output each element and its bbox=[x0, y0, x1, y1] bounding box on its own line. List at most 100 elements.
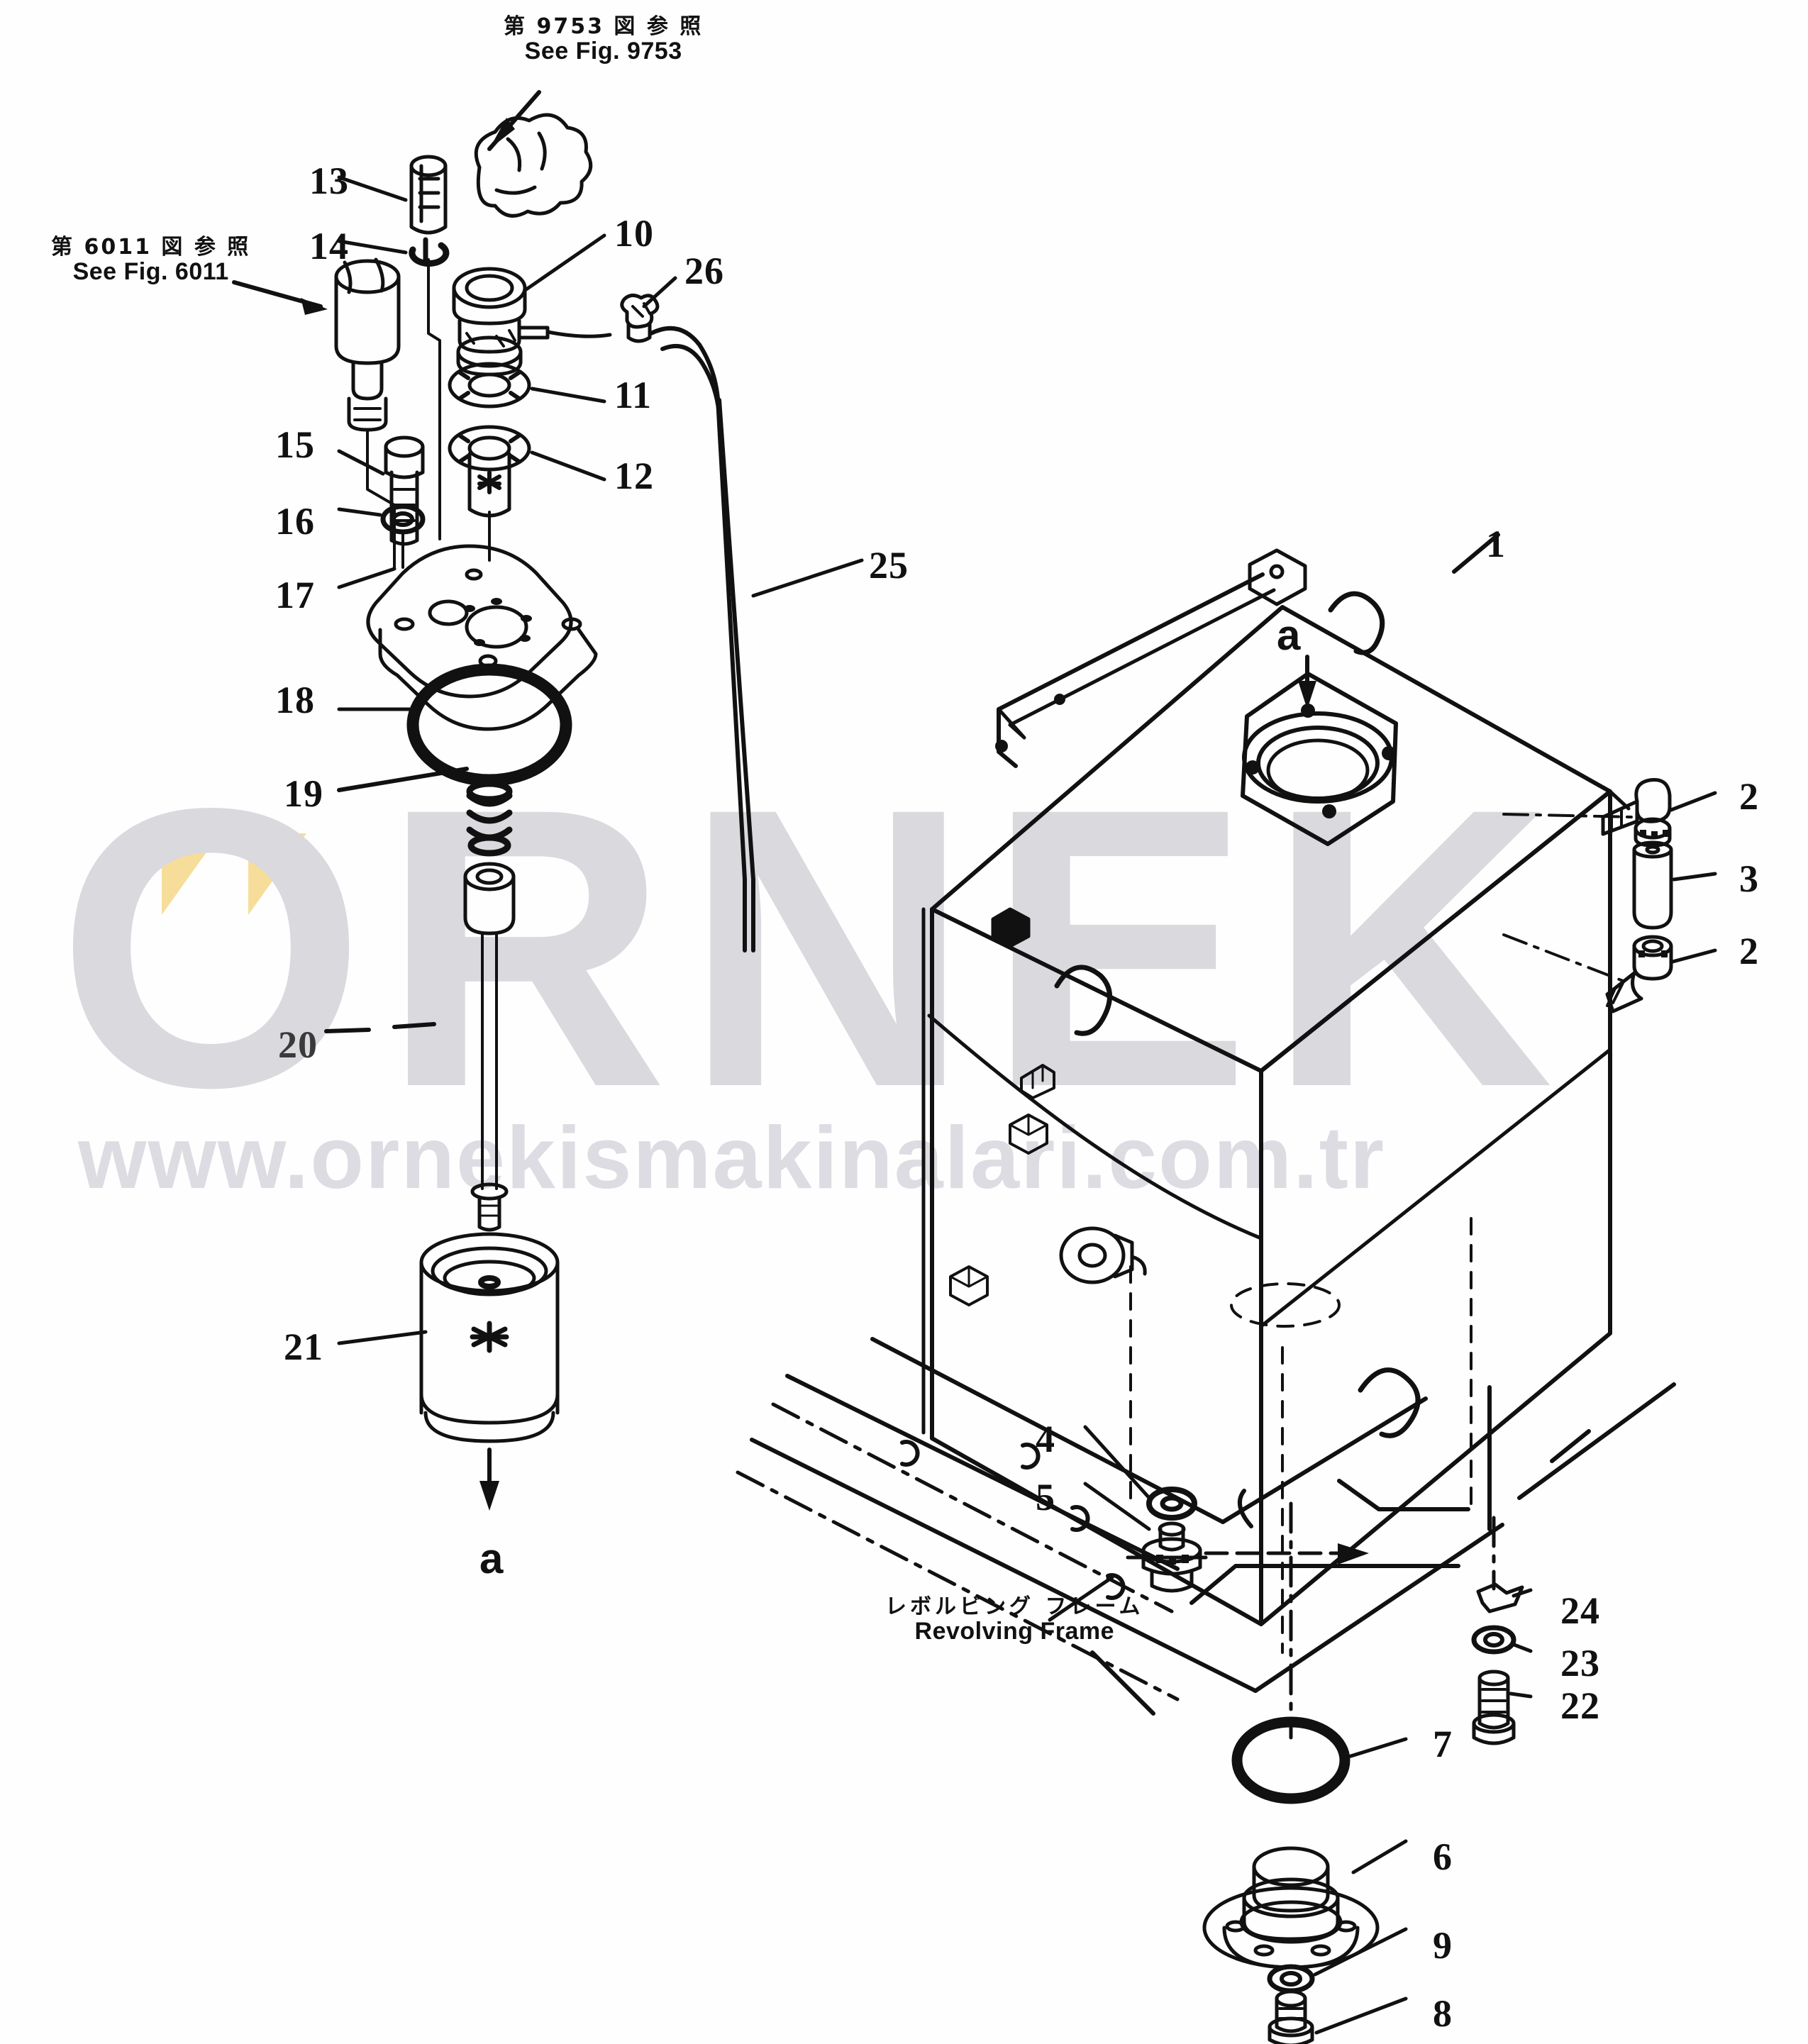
callout-24-clamp: 24 bbox=[1560, 1589, 1600, 1632]
callout-1-hydraulic-tank: 1 bbox=[1486, 523, 1506, 565]
callout-23-washer: 23 bbox=[1560, 1642, 1600, 1684]
leader-22 bbox=[1509, 1692, 1533, 1699]
leader-15 bbox=[337, 449, 385, 476]
leader-8 bbox=[1314, 1996, 1408, 2035]
leader-3 bbox=[1672, 872, 1717, 882]
part-2-elbow-upper bbox=[1601, 777, 1672, 848]
leader-11 bbox=[530, 387, 606, 404]
section-arrow-a-left bbox=[479, 1448, 499, 1511]
leader-5 bbox=[1083, 1482, 1151, 1531]
part-20-rod bbox=[463, 862, 516, 1232]
callout-18-o-ring: 18 bbox=[275, 679, 315, 721]
leader-16 bbox=[337, 507, 382, 517]
callout-25-hose: 25 bbox=[869, 544, 909, 587]
section-arrow-a-tank bbox=[1298, 655, 1316, 709]
part-5-bolt bbox=[1141, 1521, 1202, 1593]
callout-6-strainer-flange: 6 bbox=[1433, 1835, 1453, 1878]
callout-7-o-ring: 7 bbox=[1433, 1723, 1453, 1765]
part-8-bolt bbox=[1268, 1989, 1314, 2044]
filler-cap-assembly bbox=[474, 113, 593, 218]
axis-elbows bbox=[1502, 813, 1634, 984]
callout-10-filler-cap-body: 10 bbox=[614, 212, 654, 255]
part-1-hydraulic-tank bbox=[921, 605, 1631, 1626]
part-4-washer bbox=[1146, 1487, 1197, 1521]
section-mark-a-left: a bbox=[479, 1535, 504, 1582]
tank-top-rail bbox=[995, 548, 1307, 768]
leader-2-upper bbox=[1669, 791, 1717, 812]
part-7-o-ring bbox=[1231, 1716, 1351, 1804]
leader-19 bbox=[337, 767, 469, 792]
part-9-washer bbox=[1267, 1964, 1315, 1994]
reference-note-6011-jp: 第 6011 図 参 照 bbox=[51, 235, 251, 260]
leader-10 bbox=[524, 233, 606, 291]
callout-16-washer: 16 bbox=[275, 500, 315, 543]
tank-handles bbox=[1054, 591, 1385, 1036]
leader-14 bbox=[337, 239, 408, 255]
breather-assembly bbox=[334, 257, 401, 432]
part-13-screw bbox=[409, 155, 448, 235]
reference-note-9753-en: See Fig. 9753 bbox=[524, 38, 682, 65]
leader-1 bbox=[1452, 533, 1500, 574]
part-23-washer bbox=[1471, 1625, 1516, 1655]
axis-breather bbox=[366, 428, 396, 569]
part-6-strainer-flange bbox=[1202, 1846, 1380, 1970]
reference-note-6011-en: See Fig. 6011 bbox=[72, 258, 229, 286]
callout-13-screw: 13 bbox=[309, 160, 349, 202]
callout-17-cover: 17 bbox=[275, 574, 315, 616]
callout-5-bolt: 5 bbox=[1036, 1476, 1055, 1518]
part-21-filter-element bbox=[419, 1232, 560, 1443]
part-25-hose bbox=[649, 326, 755, 952]
leader-13 bbox=[337, 175, 408, 202]
callout-14-snap-ring: 14 bbox=[309, 225, 349, 267]
leader-frame-label bbox=[1048, 1575, 1114, 1622]
leader-17 bbox=[337, 567, 396, 589]
revolving-frame-dashdot bbox=[736, 1402, 1180, 1701]
leader-6 bbox=[1351, 1839, 1408, 1874]
revolving-frame bbox=[750, 1337, 1676, 1716]
callout-22-bolt: 22 bbox=[1560, 1684, 1600, 1727]
hose-cap-to-clip bbox=[545, 330, 612, 338]
leader-26 bbox=[642, 276, 677, 309]
part-24-clamp bbox=[1476, 1582, 1524, 1613]
leader-4 bbox=[1083, 1425, 1153, 1501]
callout-3-tube: 3 bbox=[1739, 857, 1759, 900]
callout-8-bolt: 8 bbox=[1433, 1992, 1453, 2035]
callout-9-washer: 9 bbox=[1433, 1924, 1453, 1967]
reference-note-9753-jp: 第 9753 図 参 照 bbox=[504, 14, 704, 39]
part-14-snap-ring bbox=[409, 237, 450, 267]
leader-ref-9753 bbox=[487, 90, 541, 151]
callout-21-filter-element: 21 bbox=[284, 1326, 323, 1368]
part-11-gasket bbox=[448, 362, 531, 409]
part-12-filler-strainer bbox=[448, 425, 531, 518]
revolving-frame-label-jp: レボルビング フレーム bbox=[885, 1594, 1144, 1619]
leader-ref-6011 bbox=[232, 280, 328, 315]
callout-2-elbow-upper: 2 bbox=[1739, 775, 1759, 818]
frame-hooks bbox=[1237, 1367, 1421, 1528]
watermark-accent-triangle-1 bbox=[162, 833, 220, 915]
part-3-tube bbox=[1632, 840, 1673, 930]
leader-21 bbox=[337, 1330, 428, 1345]
leader-23 bbox=[1510, 1642, 1533, 1653]
reference-note-6011: 第 6011 図 参 照 See Fig. 6011 bbox=[51, 235, 251, 286]
watermark-accent-triangle-2 bbox=[248, 833, 306, 915]
leader-20 bbox=[324, 1022, 436, 1033]
tank-filler-flange bbox=[1241, 672, 1398, 846]
callout-26-clip: 26 bbox=[684, 250, 724, 292]
tank-front-fittings bbox=[949, 907, 1147, 1306]
section-mark-a-tank: a bbox=[1277, 611, 1301, 659]
leader-7 bbox=[1344, 1737, 1408, 1760]
part-18-o-ring bbox=[406, 663, 572, 787]
callout-12-filler-strainer: 12 bbox=[614, 455, 654, 497]
leader-2-lower bbox=[1670, 948, 1717, 964]
leader-24 bbox=[1512, 1588, 1533, 1598]
callout-19-spring: 19 bbox=[284, 772, 323, 815]
revolving-frame-label: レボルビング フレーム Revolving Frame bbox=[885, 1594, 1144, 1645]
part-2-elbow-lower bbox=[1605, 935, 1673, 1013]
part-22-bolt bbox=[1472, 1670, 1516, 1745]
callout-11-gasket: 11 bbox=[614, 374, 653, 416]
leader-9 bbox=[1313, 1927, 1408, 1977]
callout-4-washer: 4 bbox=[1036, 1418, 1055, 1460]
leader-25 bbox=[751, 558, 864, 598]
part-19-spring bbox=[466, 780, 513, 857]
